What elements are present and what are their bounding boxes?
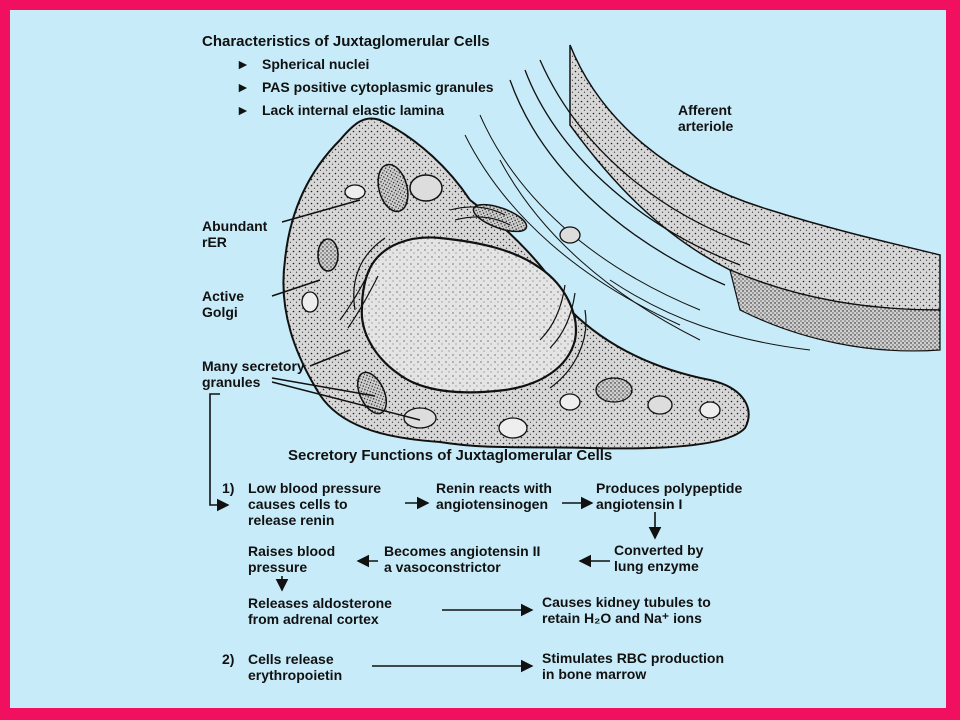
jg-cell-illustration xyxy=(209,44,941,673)
becomes-2: a vasoconstrictor xyxy=(384,559,501,575)
flow-arrows xyxy=(209,393,662,673)
low-bp-1: Low blood pressure xyxy=(248,480,382,496)
label-afferent-1: Afferent xyxy=(678,102,732,118)
converted-1: Converted by xyxy=(614,542,704,558)
afferent-arteriole xyxy=(464,44,941,352)
step-number-2: 2) xyxy=(222,651,235,667)
label-granules-1: Many secretory xyxy=(202,358,305,374)
label-golgi-2: Golgi xyxy=(202,304,238,320)
epo-2: erythropoietin xyxy=(248,667,343,683)
label-granules-2: granules xyxy=(202,374,261,390)
slide-panel: Characteristics of Juxtaglomerular Cells… xyxy=(10,10,946,708)
becomes-1: Becomes angiotensin II xyxy=(384,543,541,559)
kidney-2: retain H₂O and Na⁺ ions xyxy=(542,610,702,626)
produces-1: Produces polypeptide xyxy=(596,480,743,496)
bullet-arrow-1: ► xyxy=(236,56,250,72)
secretory-title: Secretory Functions of Juxtaglomerular C… xyxy=(288,447,613,464)
raises-2: pressure xyxy=(248,559,308,575)
aldosterone-1: Releases aldosterone xyxy=(248,595,392,611)
label-pointers xyxy=(271,199,421,421)
converted-2: lung enzyme xyxy=(614,558,699,574)
characteristic-item: PAS positive cytoplasmic granules xyxy=(262,79,494,95)
bullet-arrow-3: ► xyxy=(236,102,250,118)
characteristic-item: Lack internal elastic lamina xyxy=(262,102,445,118)
label-rer-1: Abundant xyxy=(202,218,268,234)
renin-1: Renin reacts with xyxy=(436,480,552,496)
rbc-1: Stimulates RBC production xyxy=(542,650,725,666)
step-number-1: 1) xyxy=(222,480,235,496)
label-rer-2: rER xyxy=(202,234,227,250)
aldosterone-2: from adrenal cortex xyxy=(248,611,379,627)
produces-2: angiotensin I xyxy=(596,496,683,512)
renin-2: angiotensinogen xyxy=(436,496,548,512)
raises-1: Raises blood xyxy=(248,543,336,559)
low-bp-2: causes cells to xyxy=(248,496,348,512)
label-afferent-2: arteriole xyxy=(678,118,734,134)
characteristics-title: Characteristics of Juxtaglomerular Cells xyxy=(202,33,490,50)
kidney-1: Causes kidney tubules to xyxy=(542,594,711,610)
characteristic-item: Spherical nuclei xyxy=(262,56,370,72)
rbc-2: in bone marrow xyxy=(542,666,647,682)
low-bp-3: release renin xyxy=(248,512,335,528)
jg-cell xyxy=(282,117,750,450)
bullet-arrow-2: ► xyxy=(236,79,250,95)
label-golgi-1: Active xyxy=(202,288,245,304)
epo-1: Cells release xyxy=(248,651,334,667)
